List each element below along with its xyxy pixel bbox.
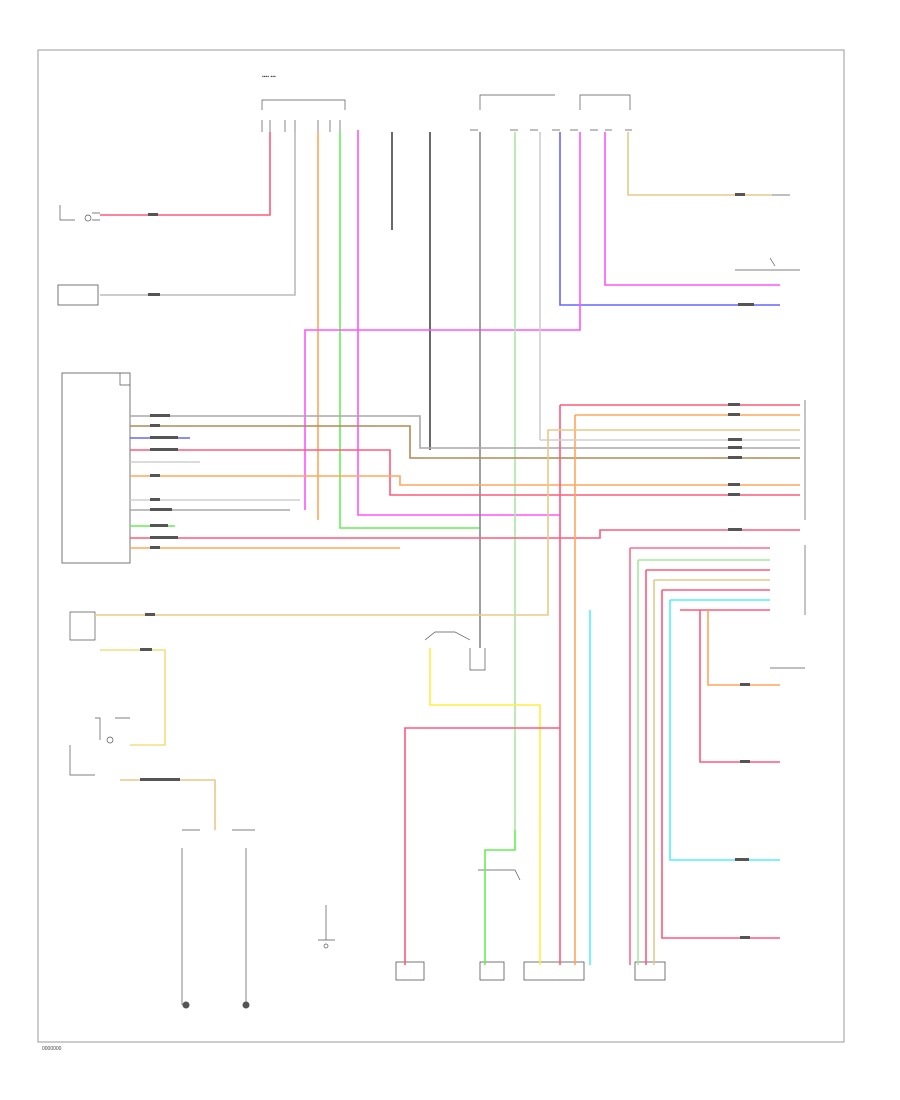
bottom-switch	[318, 905, 335, 949]
right-top-device-2	[735, 257, 800, 271]
bottom-connectors	[395, 961, 666, 981]
right-ecu-pins	[770, 400, 806, 669]
left-top-switch-device	[59, 205, 100, 222]
center-switch	[424, 631, 486, 671]
top-right-connector	[570, 94, 632, 131]
bottom-left-sensors	[181, 829, 255, 1009]
bottom-mid-switch	[478, 869, 521, 881]
left-middle-device	[69, 611, 96, 641]
wire-labels	[140, 193, 754, 939]
left-sensor-device	[57, 284, 99, 306]
left-lower-device	[69, 717, 130, 776]
diagram-frame	[37, 49, 845, 1043]
top-left-connector-label: ▪▪▪▪ ▪▪▪	[262, 74, 276, 80]
top-left-connector: ▪▪▪▪ ▪▪▪	[261, 74, 346, 132]
top-center-connector	[470, 94, 560, 131]
left-ecu-block	[61, 372, 131, 564]
page-number: 0000000	[42, 1046, 62, 1052]
